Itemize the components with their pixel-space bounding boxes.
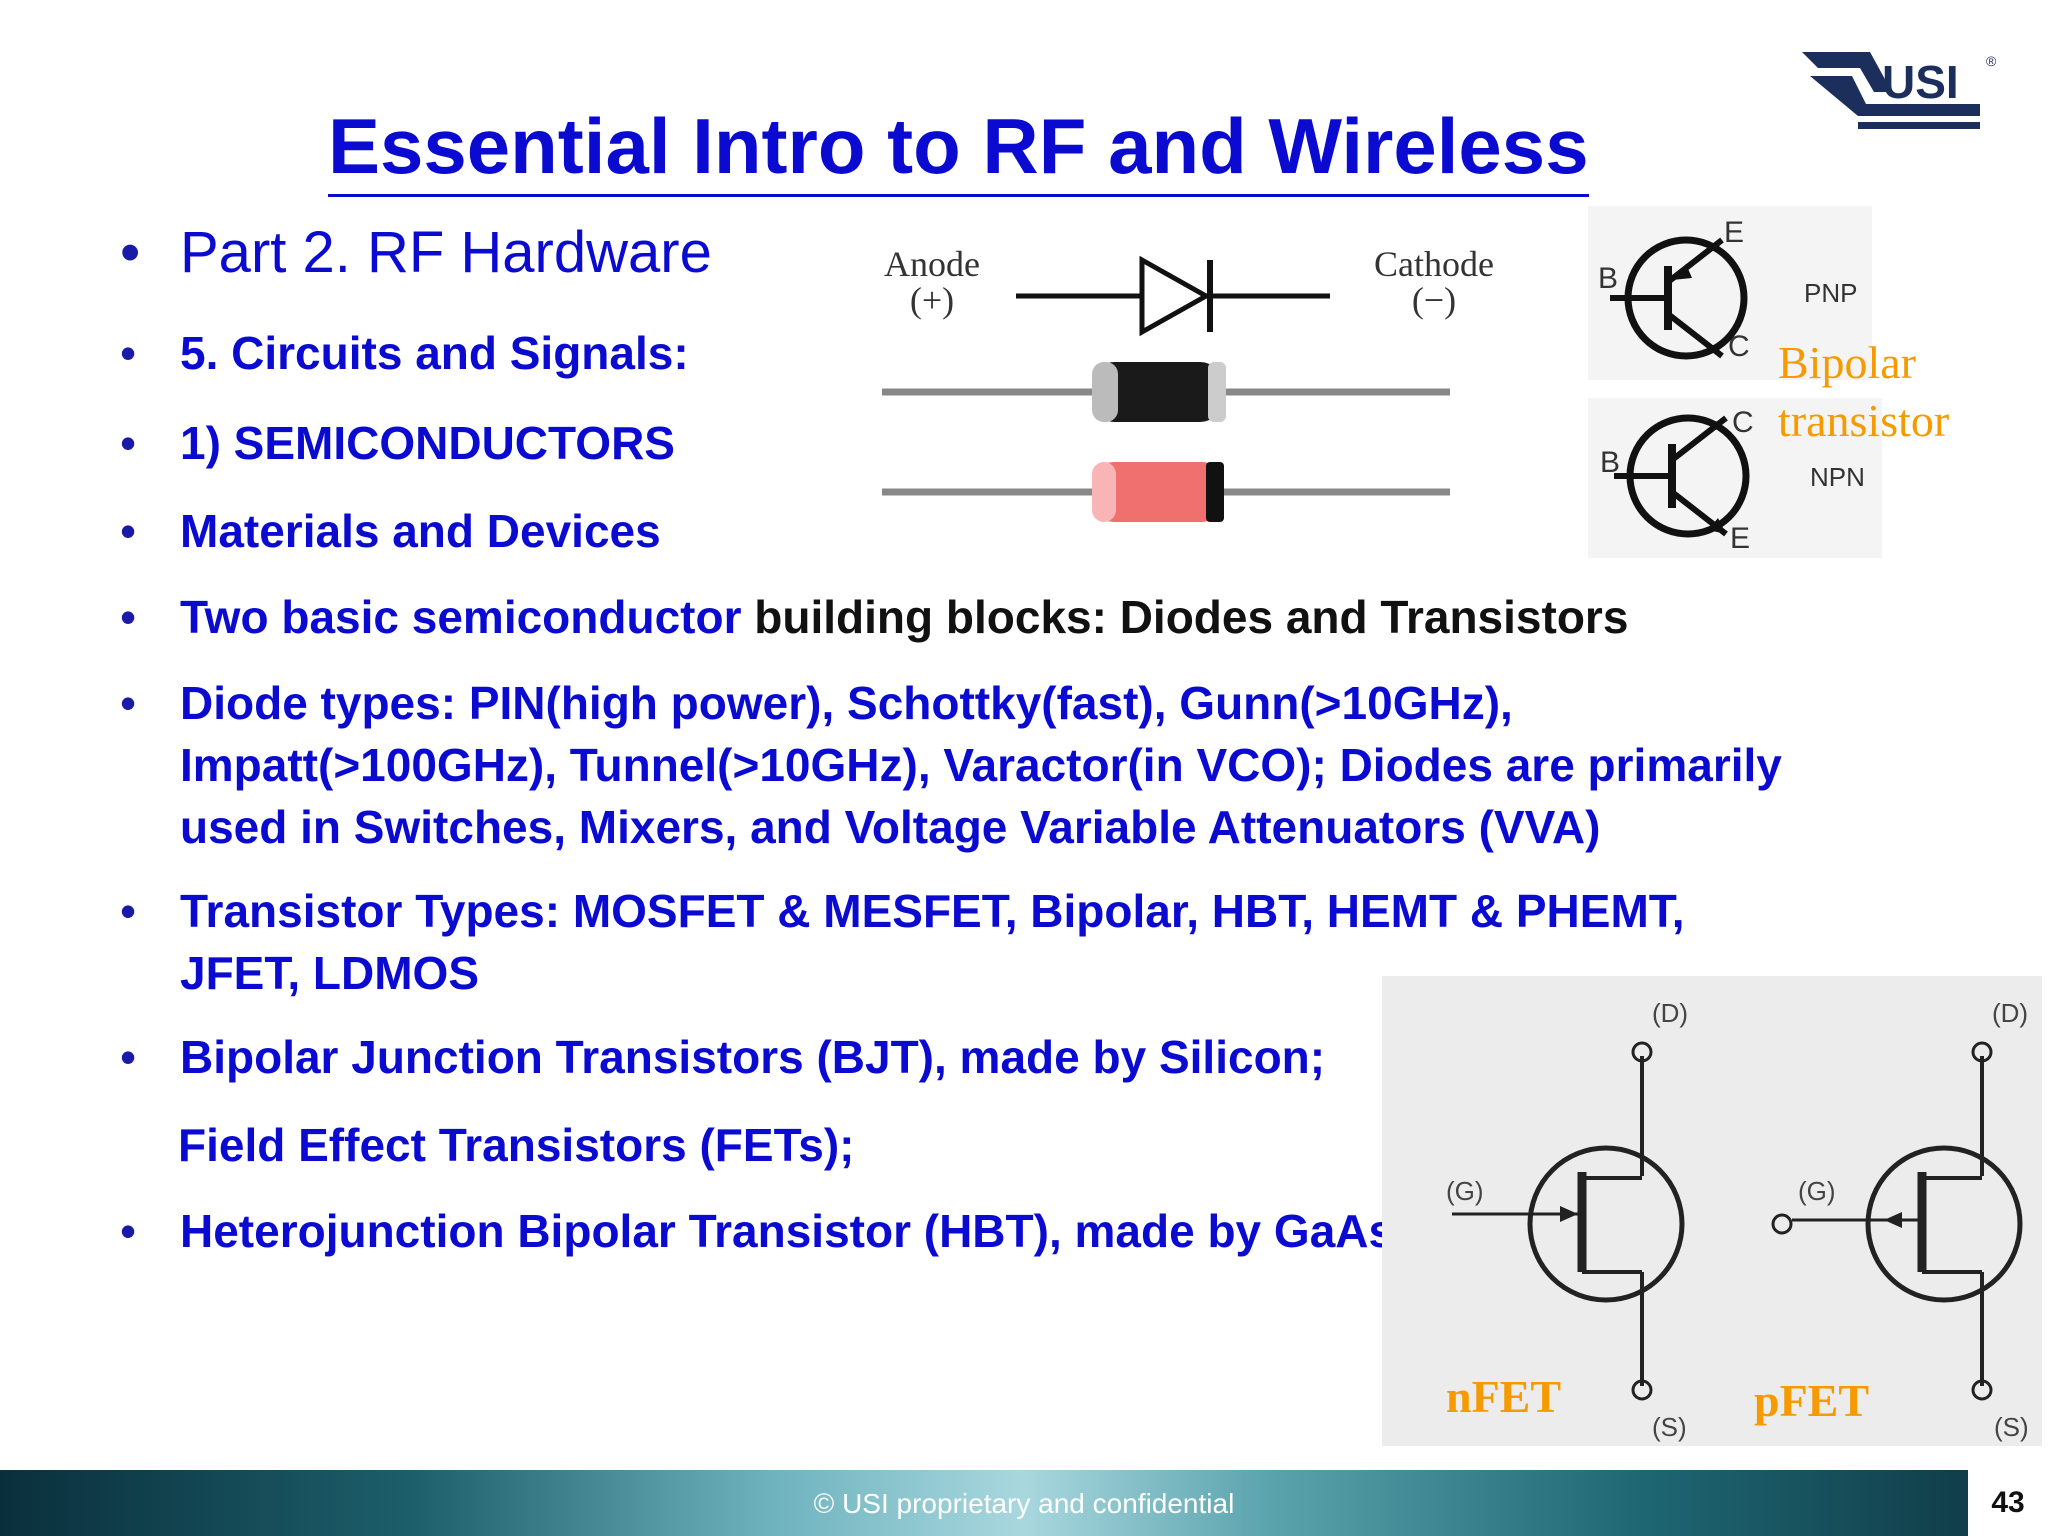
cathode-label: Cathode <box>1374 244 1494 284</box>
pfet-symbol: (D) (G) (S) <box>1771 998 2029 1442</box>
bullet-item: •Part 2. RF Hardware <box>120 220 712 285</box>
logo-text: USI <box>1882 56 1959 108</box>
footer-text: © USI proprietary and confidential <box>813 1488 1235 1519</box>
diode-package-red <box>882 462 1450 522</box>
page-title: Essential Intro to RF and Wireless <box>328 103 1589 197</box>
bullet-item: •Bipolar Junction Transistors (BJT), mad… <box>120 1031 1326 1083</box>
bullet-item: •Materials and Devices <box>120 505 661 557</box>
diode-package-black <box>882 362 1450 422</box>
svg-text:(S): (S) <box>1652 1412 1687 1442</box>
bullet-item: • Diode types: PIN(high power), Schottky… <box>120 677 1782 853</box>
svg-text:C: C <box>1732 406 1754 439</box>
bipolar-caption: Bipolar transistor <box>1778 337 1950 446</box>
nfet-label: nFET <box>1446 1371 1561 1422</box>
svg-text:(G): (G) <box>1798 1176 1836 1206</box>
page-number: 43 <box>1968 1470 2048 1536</box>
svg-text:(G): (G) <box>1446 1176 1484 1206</box>
bullet-item: •5. Circuits and Signals: <box>120 327 689 379</box>
svg-text:B: B <box>1598 262 1618 295</box>
bullet-item: •Heterojunction Bipolar Transistor (HBT)… <box>120 1205 1410 1257</box>
svg-text:C: C <box>1728 330 1750 363</box>
nfet-symbol: (D) (G) (S) <box>1446 998 1688 1442</box>
pnp-transistor-figure: B E C PNP <box>1588 206 1872 380</box>
footer-bar: © USI proprietary and confidential <box>0 1470 2048 1536</box>
svg-text:E: E <box>1724 216 1744 249</box>
npn-transistor-figure: B C E NPN <box>1588 398 1882 558</box>
anode-sign: (+) <box>910 280 954 320</box>
svg-text:(D): (D) <box>1992 998 2028 1028</box>
svg-text:(S): (S) <box>1994 1412 2029 1442</box>
cathode-sign: (−) <box>1412 280 1456 320</box>
usi-logo: USI ® <box>1802 52 1997 129</box>
pnp-label: PNP <box>1804 278 1857 308</box>
anode-label: Anode <box>884 244 980 284</box>
logo-registered: ® <box>1986 53 1997 69</box>
svg-text:B: B <box>1600 446 1620 479</box>
fet-figure: (D) (G) (S) (D) (G) (S) nFET pFET <box>1382 976 2042 1446</box>
pfet-label: pFET <box>1754 1375 1869 1426</box>
bullet-item: •1) SEMICONDUCTORS <box>120 417 675 469</box>
diode-figure: Anode (+) Cathode (−) <box>882 244 1494 522</box>
svg-text:(D): (D) <box>1652 998 1688 1028</box>
svg-text:E: E <box>1730 522 1750 555</box>
bullet-subitem: Field Effect Transistors (FETs); <box>178 1119 855 1171</box>
diode-symbol <box>1016 255 1330 337</box>
bullet-item: •Two basic semiconductor building blocks… <box>120 591 1629 643</box>
npn-label: NPN <box>1810 462 1865 492</box>
